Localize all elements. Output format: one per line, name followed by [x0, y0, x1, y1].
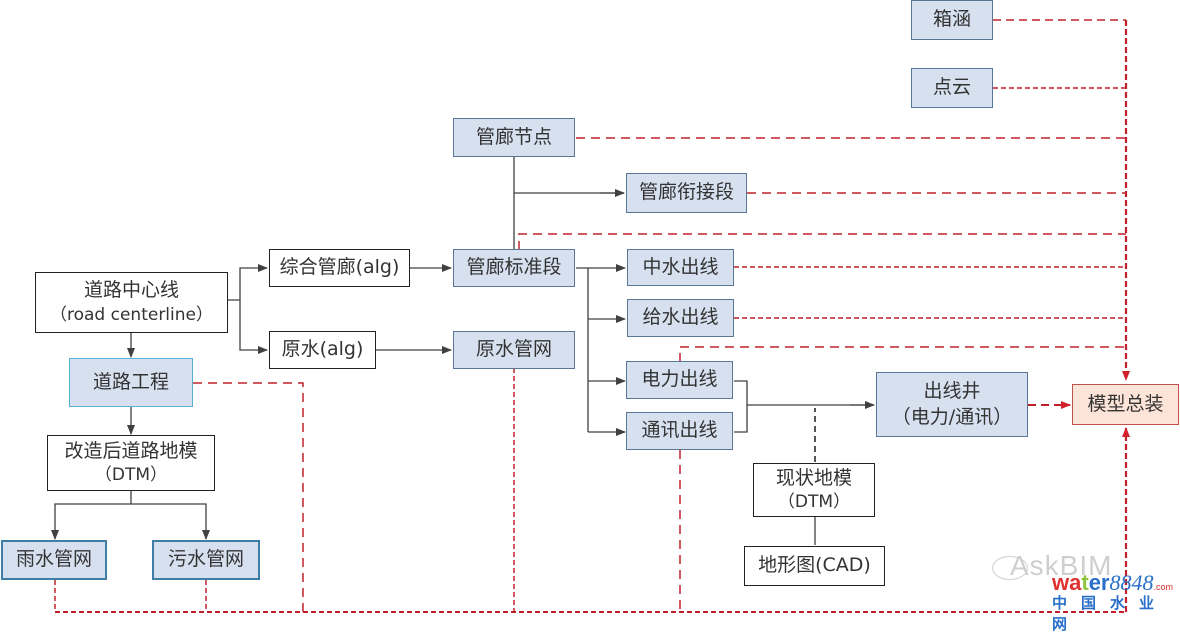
node-sublabel: （DTM） — [777, 492, 851, 513]
edge-dtm-sewage — [131, 503, 210, 540]
node-power-outlet[interactable]: 电力出线 — [626, 361, 733, 399]
edge-dtm-split — [51, 491, 132, 540]
node-label: 原水(alg) — [281, 338, 364, 361]
node-label: 地形图(CAD) — [758, 554, 871, 577]
edge-rc-raw — [239, 300, 268, 354]
node-culvert[interactable]: 箱涵 — [911, 0, 993, 40]
edge-tunnel-standard — [518, 233, 1126, 250]
node-label: 模型总装 — [1087, 392, 1164, 415]
node-sewage-network[interactable]: 污水管网 — [152, 540, 260, 580]
node-road-engineering[interactable]: 道路工程 — [69, 358, 193, 407]
node-rebuilt-dtm[interactable]: 改造后道路地模 （DTM） — [47, 435, 215, 491]
node-raw-water-network[interactable]: 原水管网 — [453, 331, 575, 369]
node-road-centerline[interactable]: 道路中心线 （road centerline） — [35, 272, 228, 333]
node-label: 中水出线 — [642, 255, 719, 278]
node-label: 点云 — [932, 76, 971, 99]
node-supply-outlet[interactable]: 给水出线 — [627, 299, 734, 337]
edge-node-joint — [513, 157, 624, 250]
node-label: 污水管网 — [167, 548, 244, 571]
edge-road-eng — [193, 382, 304, 612]
connector-layer — [51, 19, 1130, 613]
node-sublabel: （电力/通讯） — [891, 405, 1013, 428]
node-utility-tunnel-alg[interactable]: 综合管廊(alg) — [269, 249, 410, 287]
node-raw-water-alg[interactable]: 原水(alg) — [269, 331, 376, 369]
node-tunnel-node[interactable]: 管廊节点 — [453, 118, 575, 157]
node-label: 管廊衔接段 — [638, 181, 734, 204]
node-label: 电力出线 — [641, 368, 718, 391]
node-tunnel-standard[interactable]: 管廊标准段 — [453, 249, 575, 287]
node-label: 通讯出线 — [641, 419, 718, 442]
node-label: 出线井 — [923, 379, 981, 402]
node-sublabel: （road centerline） — [49, 304, 213, 325]
node-tunnel-joint[interactable]: 管廊衔接段 — [626, 173, 747, 213]
node-reclaimed-outlet[interactable]: 中水出线 — [627, 249, 734, 286]
node-label: 现状地模 — [775, 466, 852, 489]
node-rain-network[interactable]: 雨水管网 — [1, 540, 107, 580]
node-outlet-well[interactable]: 出线井 （电力/通讯） — [876, 372, 1028, 437]
node-point-cloud[interactable]: 点云 — [911, 68, 993, 108]
node-label: 道路中心线 — [83, 279, 179, 302]
node-label: 雨水管网 — [15, 548, 92, 571]
node-label: 综合管廊(alg) — [279, 256, 400, 279]
node-label: 给水出线 — [642, 306, 719, 329]
edge-std-split — [576, 267, 589, 432]
node-label: 原水管网 — [475, 338, 552, 361]
node-telecom-outlet[interactable]: 通讯出线 — [626, 412, 733, 450]
edge-power — [679, 346, 1126, 362]
node-label: 改造后道路地模 — [64, 439, 198, 462]
node-model-assembly[interactable]: 模型总装 — [1072, 384, 1179, 425]
node-label: 道路工程 — [92, 370, 169, 393]
edge-rc-split — [228, 264, 268, 301]
node-sublabel: （DTM） — [94, 465, 168, 486]
node-label: 管廊标准段 — [466, 256, 562, 279]
node-existing-dtm[interactable]: 现状地模 （DTM） — [753, 463, 875, 517]
node-label: 箱涵 — [932, 8, 971, 31]
edge-power-well — [734, 380, 874, 433]
node-label: 管廊节点 — [475, 125, 552, 148]
node-topo-cad[interactable]: 地形图(CAD) — [744, 546, 885, 586]
